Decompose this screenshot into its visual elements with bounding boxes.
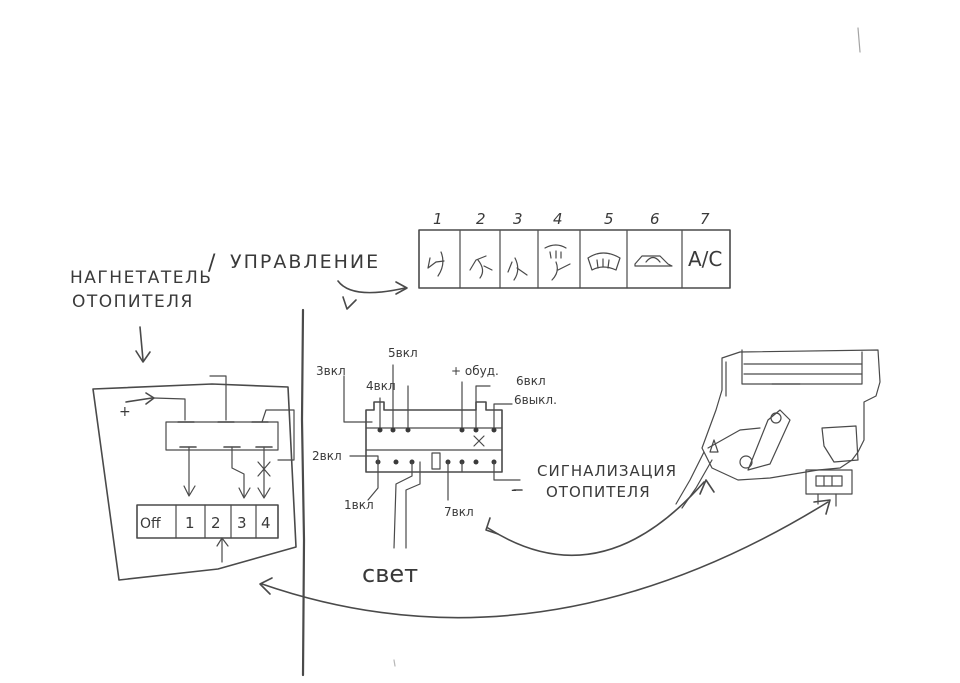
heater-signal-label: СИГНАЛИЗАЦИЯ xyxy=(537,462,677,480)
break-mark-icon xyxy=(473,435,485,447)
button-number-2: 2 xyxy=(476,210,486,228)
airflow-face-feet-icon xyxy=(469,255,493,279)
switch-position-3: 3 xyxy=(237,514,247,532)
pin-label-6on: 6вкл xyxy=(516,374,546,388)
title-heater: ОТОПИТЕЛЯ xyxy=(72,292,194,312)
button-number-5: 5 xyxy=(604,210,614,228)
title-slash: / xyxy=(208,251,216,276)
pin-label-1on: 1вкл xyxy=(344,498,374,512)
pin-label-7on: 7вкл xyxy=(444,505,474,519)
title-blower: НАГНЕТАТЕЛЬ xyxy=(70,268,212,288)
minus-label: - xyxy=(511,480,517,499)
recirculation-icon xyxy=(634,255,673,267)
plus-label: + xyxy=(119,404,131,420)
airflow-face-icon xyxy=(427,251,445,277)
light-label: свет xyxy=(362,560,418,588)
pin-label-3on: 3вкл xyxy=(316,364,346,378)
airflow-feet-icon xyxy=(507,257,528,281)
switch-position-4: 4 xyxy=(261,514,271,532)
defrost-feet-icon xyxy=(544,244,571,281)
arrow-title-to-box xyxy=(139,326,144,361)
button-panel: 1 2 3 4 5 6 7 A/C xyxy=(418,210,731,289)
button-number-3: 3 xyxy=(513,210,523,228)
arrow-box-to-unit xyxy=(261,501,829,619)
windshield-defrost-icon xyxy=(587,252,621,271)
arrow-title-to-panel xyxy=(337,280,406,294)
heater-control-unit xyxy=(675,349,881,509)
switch-position-off: Off xyxy=(140,516,161,532)
connector-pinout: 5вкл 3вкл 4вкл + обуд. 6вкл 6выкл. 2вкл … xyxy=(312,346,677,588)
button-number-1: 1 xyxy=(433,210,443,228)
blower-switch-box: + Off 1 2 3 4 xyxy=(92,375,297,581)
button-number-4: 4 xyxy=(553,210,563,228)
pin-label-2on: 2вкл xyxy=(312,449,342,463)
arrow-pinout-to-unit xyxy=(487,481,705,556)
pin-label-4on: 4вкл xyxy=(366,379,396,393)
heater-signal-label-2: ОТОПИТЕЛЯ xyxy=(546,483,651,501)
switch-position-2: 2 xyxy=(211,514,221,532)
button-number-7: 7 xyxy=(700,210,710,228)
pin-label-plus: + обуд. xyxy=(451,364,499,378)
button-number-6: 6 xyxy=(650,210,660,228)
pin-label-6off: 6выкл. xyxy=(514,393,557,407)
switch-position-1: 1 xyxy=(185,514,195,532)
title-control: УПРАВЛЕНИЕ xyxy=(230,251,380,273)
ac-button-label: A/C xyxy=(688,247,722,271)
divider-line xyxy=(300,308,306,677)
pin-label-5on: 5вкл xyxy=(388,346,418,360)
